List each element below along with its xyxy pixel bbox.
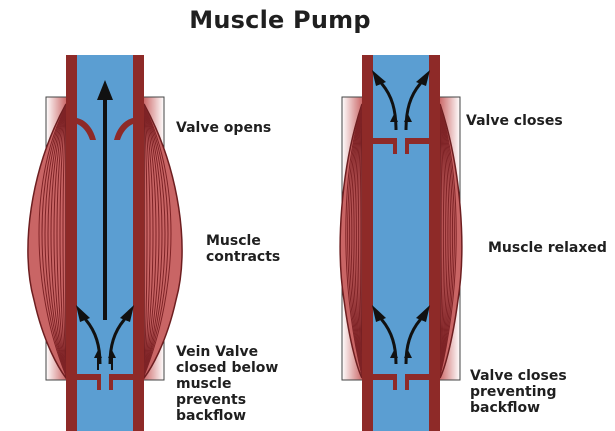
vein-valve-line-5: backflow [176,408,278,424]
valve-closes-bottom-line-2: preventing [470,384,567,400]
vein-valve-line-2: closed below [176,360,278,376]
muscle-relaxed-label: Muscle relaxed [488,240,607,256]
vein-wall-right [429,55,440,431]
vein-wall-left [362,55,373,431]
vein-wall-left-outer [66,55,77,431]
diagram-title: Muscle Pump [0,6,560,34]
left-panel [28,55,182,431]
valve-closes-bottom-line-3: backflow [470,400,567,416]
muscle-contracts-line-2: contracts [206,249,280,265]
right-panel [340,55,462,431]
valve-closes-bottom-label: Valve closes preventing backflow [470,368,567,416]
vein-valve-line-1: Vein Valve [176,344,278,360]
muscle-contracts-label: Muscle contracts [206,233,280,265]
vein-wall-right-outer [133,55,144,431]
valve-closes-label: Valve closes [466,113,563,129]
valve-closes-bottom-line-1: Valve closes [470,368,567,384]
vein-valve-label: Vein Valve closed below muscle prevents … [176,344,278,424]
valve-opens-label: Valve opens [176,120,271,136]
muscle-contracts-line-1: Muscle [206,233,280,249]
vein-valve-line-3: muscle [176,376,278,392]
vein-valve-line-4: prevents [176,392,278,408]
